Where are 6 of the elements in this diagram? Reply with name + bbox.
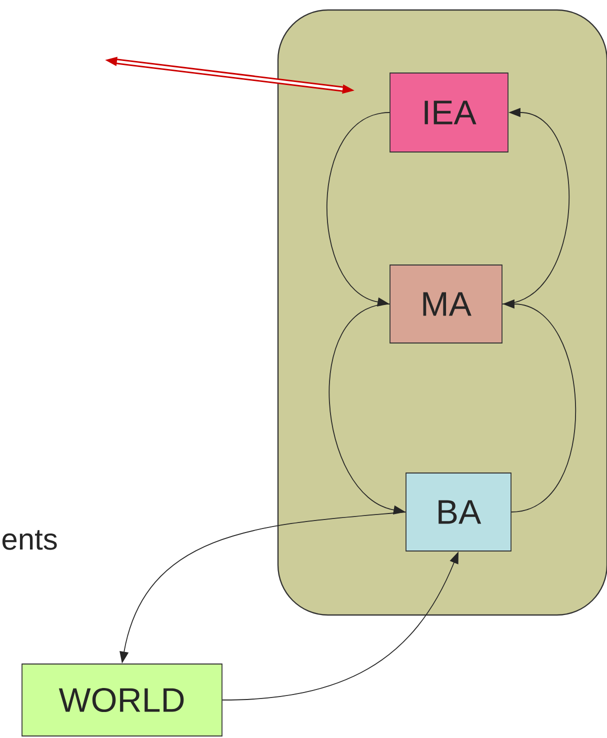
arrow <box>326 112 390 306</box>
label-text: ents <box>2 530 57 550</box>
process-box: BA <box>406 472 512 552</box>
process-box: WORLD <box>22 664 222 736</box>
process-box: IEA <box>390 72 508 152</box>
process-box: MA <box>390 264 502 344</box>
